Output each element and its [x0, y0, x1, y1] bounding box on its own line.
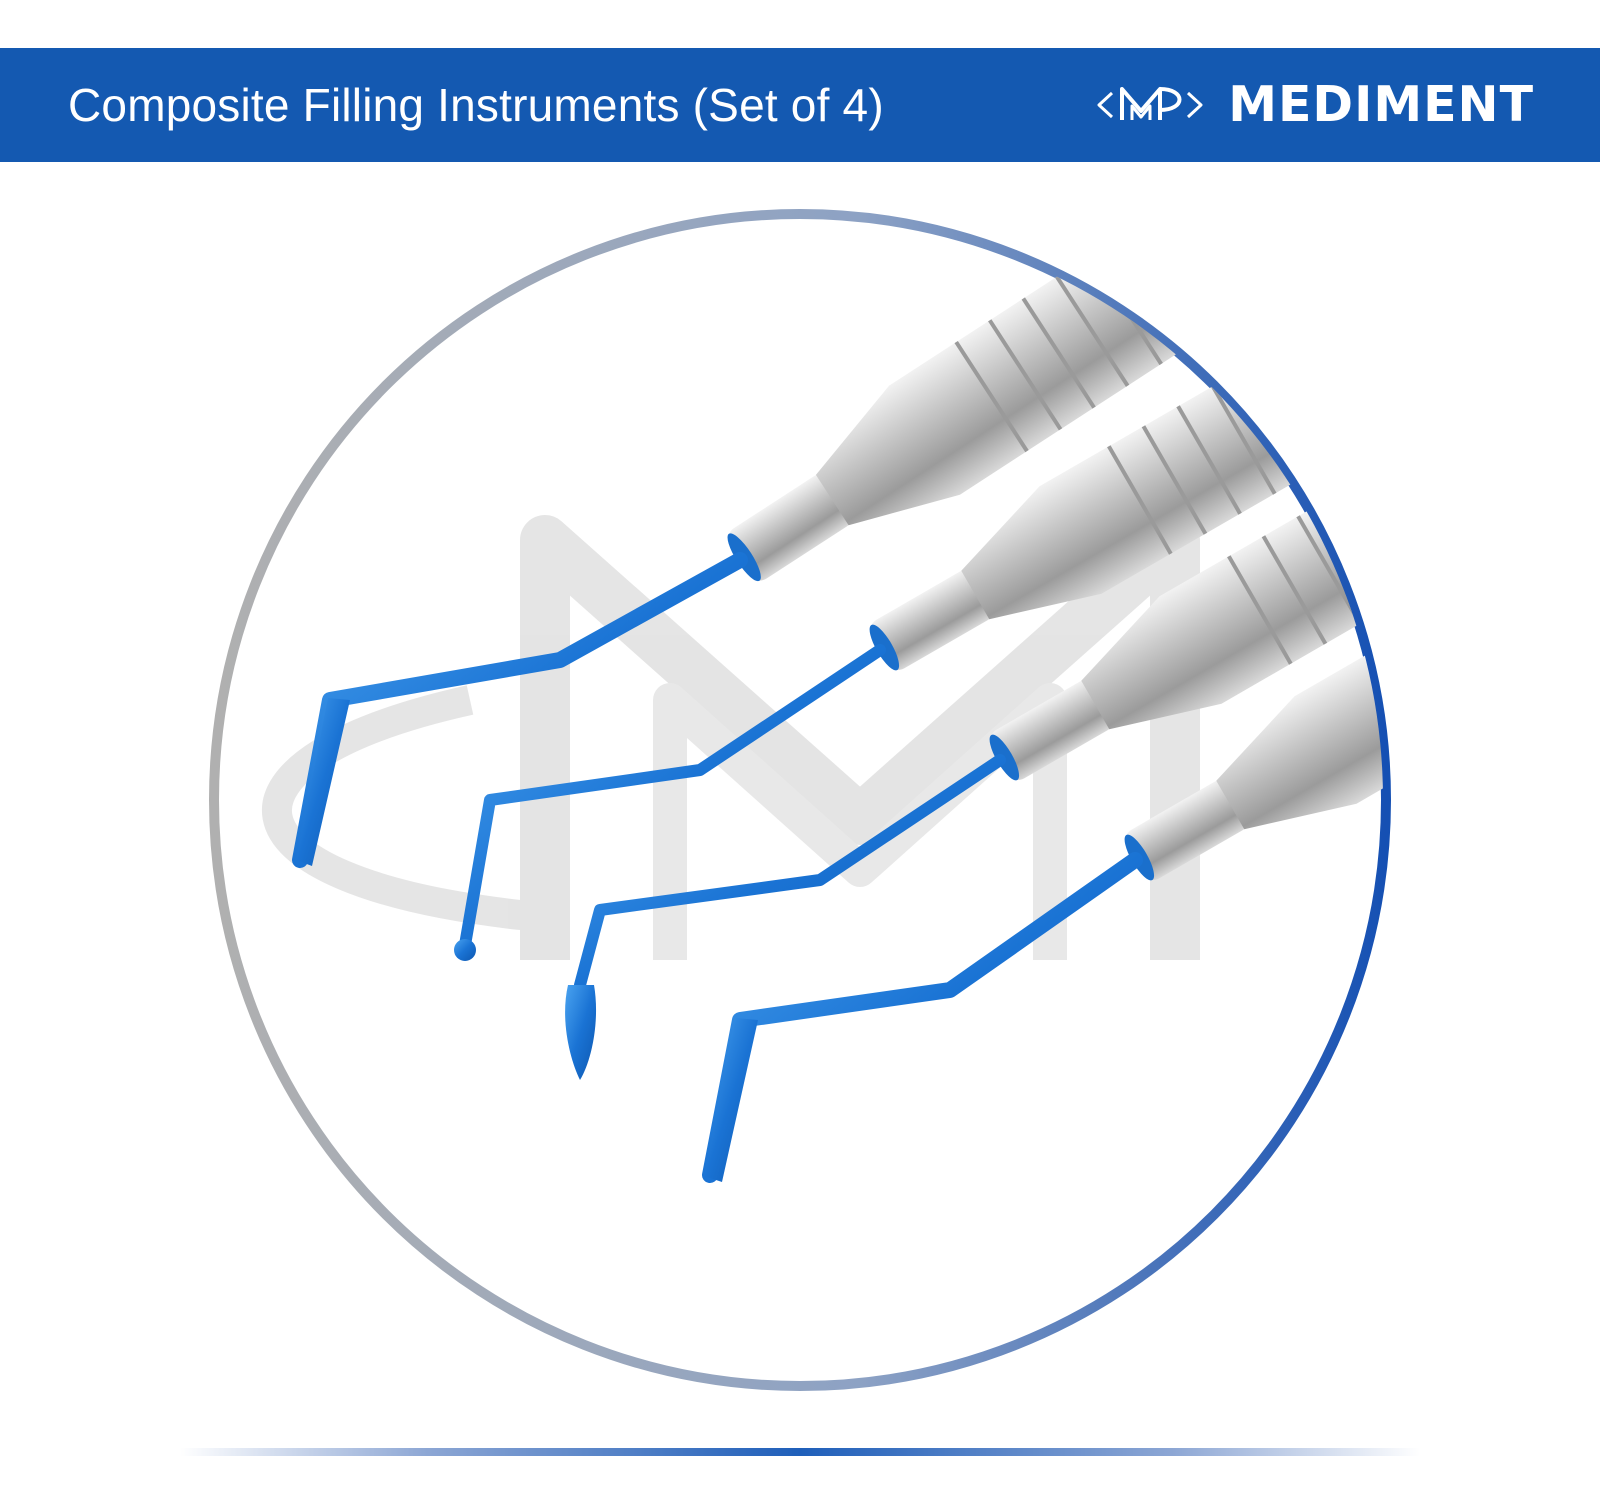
product-photo — [180, 209, 1420, 1456]
mediment-m-logo-icon — [1097, 87, 1203, 120]
header-banner: Composite Filling Instruments (Set of 4)… — [0, 48, 1600, 162]
brand: MEDIMENT — [1096, 76, 1534, 134]
instrument-4 — [702, 456, 1383, 1183]
floor-divider — [180, 1448, 1420, 1456]
brand-name: MEDIMENT — [1228, 76, 1534, 133]
page-title: Composite Filling Instruments (Set of 4) — [68, 79, 884, 131]
